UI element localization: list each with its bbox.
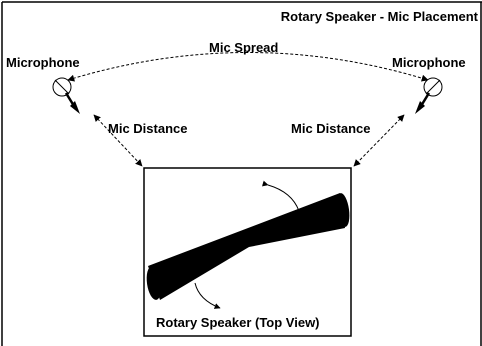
mic-distance-right-label: Mic Distance: [291, 121, 371, 136]
microphone-right-label: Microphone: [392, 55, 466, 70]
speaker-box: [143, 167, 352, 337]
mic-distance-left-label: Mic Distance: [108, 121, 188, 136]
diagram-title: Rotary Speaker - Mic Placement: [280, 9, 478, 24]
mic-distance-right-arrow: [353, 114, 405, 167]
rotation-arrow-bottom-icon: [194, 282, 221, 309]
microphone-right-icon: [415, 77, 443, 114]
microphone-left-label: Microphone: [6, 55, 80, 70]
rotation-arrow-top-icon: [261, 180, 300, 212]
rotary-horn-icon: [146, 193, 350, 300]
mic-spread-label: Mic Spread: [209, 40, 279, 55]
mic-distance-left-arrow: [93, 114, 143, 167]
speaker-label: Rotary Speaker (Top View): [156, 315, 320, 330]
microphone-left-icon: [52, 77, 80, 114]
mic-spread-arc: [67, 52, 429, 82]
